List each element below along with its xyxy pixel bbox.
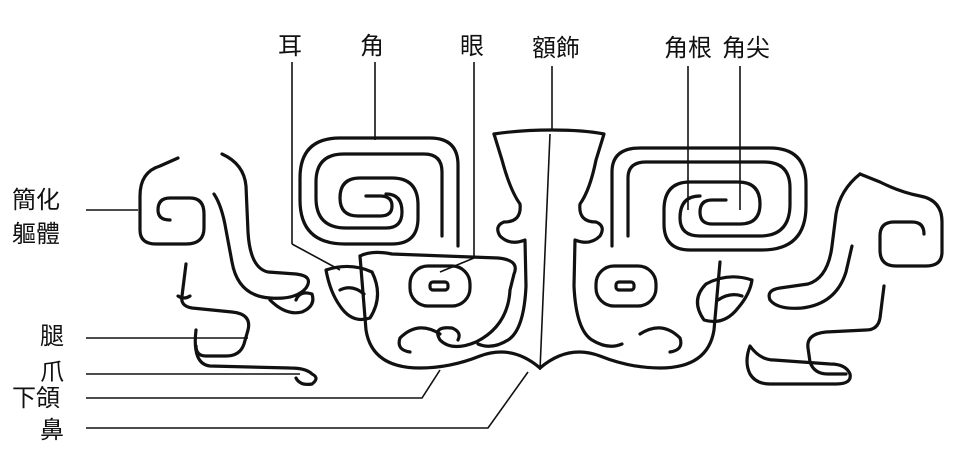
left-body: [138, 152, 318, 386]
label-ear: 耳: [278, 32, 302, 60]
right-ear: [695, 275, 754, 324]
label-horn-tip: 角尖: [722, 34, 770, 62]
label-body-line1: 簡化: [12, 186, 60, 214]
label-body-line2: 軀體: [12, 220, 60, 248]
leader-lines: [86, 62, 741, 429]
label-lower-jaw: 下頜: [12, 384, 60, 412]
left-horn: [298, 136, 460, 248]
right-eye: [594, 264, 658, 308]
left-eye: [408, 264, 472, 308]
left-ear: [324, 264, 380, 322]
label-claw: 爪: [40, 358, 64, 386]
forehead-ornament: [476, 128, 624, 371]
label-horn-root: 角根: [664, 34, 712, 62]
right-horn: [610, 146, 808, 252]
label-nose: 鼻: [40, 416, 64, 444]
label-horn: 角: [360, 32, 384, 60]
right-body: [745, 172, 944, 386]
label-forehead-ornament: 額飾: [532, 34, 580, 62]
face-outline: [358, 250, 722, 370]
label-leg: 腿: [40, 322, 64, 350]
label-eye: 眼: [460, 32, 484, 60]
